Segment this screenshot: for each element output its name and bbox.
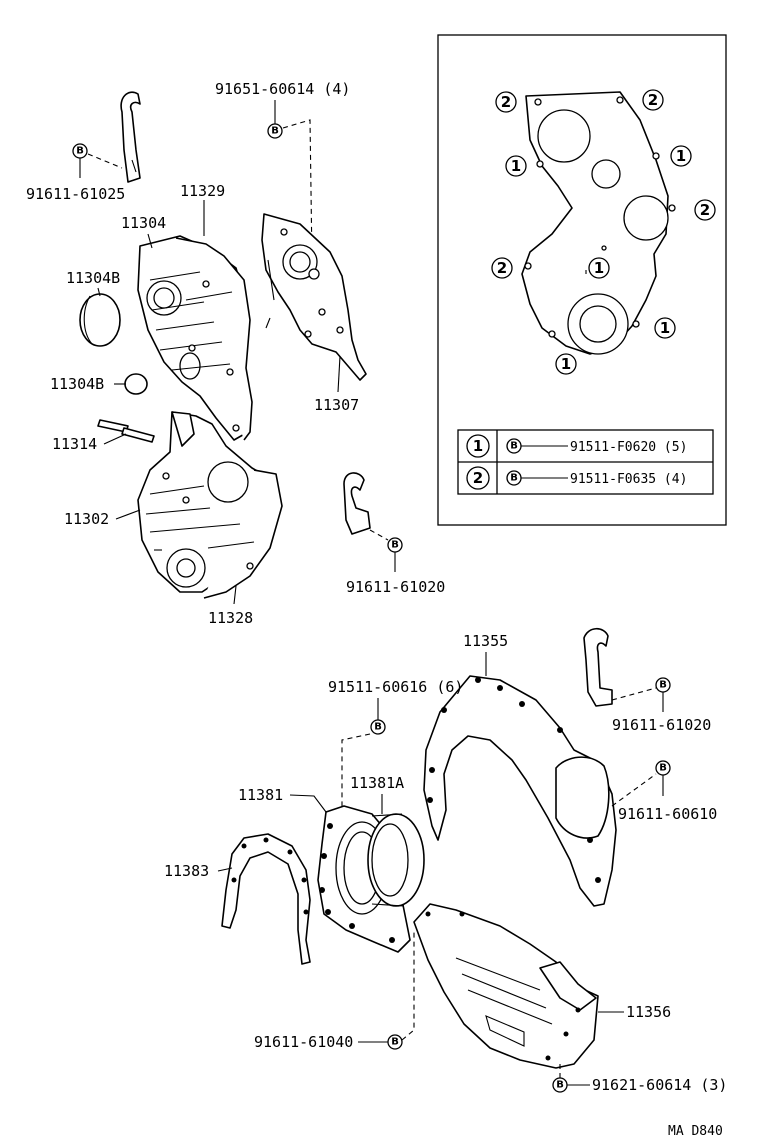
svg-text:2: 2 (648, 91, 658, 109)
leader-11302 (115, 509, 141, 520)
plug-11304b-small (124, 373, 148, 395)
svg-text:B: B (391, 540, 399, 551)
bolt-91511-60616: B (341, 698, 386, 810)
svg-text:B: B (556, 1080, 564, 1091)
svg-text:91511-F0635 (4): 91511-F0635 (4) (570, 472, 687, 487)
hook-bracket-middle (343, 472, 371, 535)
leader-11304b-top (97, 287, 101, 297)
label-11356: 11356 (626, 1003, 671, 1021)
legend-row-1: 1 B 91511-F0620 (5) (466, 434, 687, 458)
bolt-91611-61040: B (358, 930, 415, 1050)
inset-position-markers: 2 2 1 1 2 2 1 1 1 (491, 89, 716, 375)
svg-text:B: B (391, 1037, 399, 1048)
svg-text:1: 1 (473, 437, 483, 455)
label-91611-61025: 91611-61025 (26, 185, 125, 203)
svg-text:91511-F0620 (5): 91511-F0620 (5) (570, 440, 687, 455)
svg-text:B: B (659, 763, 667, 774)
inset-legend-table: 1 B 91511-F0620 (5) 2 B 91511-F0635 (4) (457, 429, 714, 495)
inset-bolt-location-panel (437, 34, 727, 526)
leader-11328 (233, 585, 237, 605)
label-11328: 11328 (208, 609, 253, 627)
gasket-11383 (221, 833, 311, 965)
bolt-91611-61020-a: B (369, 529, 403, 572)
svg-text:B: B (271, 126, 279, 137)
label-91511-60616: 91511-60616 (6) (328, 678, 463, 696)
plug-11304b-large (79, 293, 121, 347)
label-11304: 11304 (121, 214, 166, 232)
svg-text:B: B (510, 473, 518, 484)
label-11314: 11314 (52, 435, 97, 453)
svg-text:2: 2 (501, 93, 511, 111)
svg-text:1: 1 (561, 355, 571, 373)
label-11381a: 11381A (350, 774, 404, 792)
hook-bracket-right (583, 627, 613, 707)
label-11355: 11355 (463, 632, 508, 650)
svg-text:2: 2 (473, 469, 483, 487)
label-91621-60614: 91621-60614 (3) (592, 1076, 727, 1094)
bolt-91611-60610: B (611, 760, 671, 807)
oil-pan-baffle-11356 (413, 903, 599, 1069)
svg-text:B: B (510, 441, 518, 452)
leader-11304 (147, 233, 153, 249)
label-91611-61020-a: 91611-61020 (346, 578, 445, 596)
leader-11381 (289, 794, 327, 813)
bolt-91621-60614: B (552, 1060, 590, 1093)
bolt-91611-61025: B (72, 143, 123, 178)
svg-text:1: 1 (676, 147, 686, 165)
label-11302: 11302 (64, 510, 109, 528)
label-11381: 11381 (238, 786, 283, 804)
lower-timing-cover-11302 (137, 411, 283, 599)
label-11329: 11329 (180, 182, 225, 200)
label-11304b-top: 11304B (66, 269, 120, 287)
label-91651-60614: 91651-60614 (4) (215, 80, 350, 98)
label-11383: 11383 (164, 862, 209, 880)
svg-text:2: 2 (700, 201, 710, 219)
timing-belt-cover-plate-11307 (261, 213, 367, 381)
legend-row-2: 2 B 91511-F0635 (4) (466, 466, 687, 490)
upper-timing-cover-11304 (137, 235, 253, 441)
leader-11383 (217, 867, 233, 872)
label-91611-60610: 91611-60610 (618, 805, 717, 823)
label-91611-61020-b: 91611-61020 (612, 716, 711, 734)
label-91611-61040: 91611-61040 (254, 1033, 353, 1051)
oil-seal-11381a (367, 813, 425, 907)
svg-text:B: B (374, 722, 382, 733)
bolt-91651-60614: B (267, 100, 313, 263)
label-11307: 11307 (314, 396, 359, 414)
hook-bracket-upper (120, 91, 141, 183)
guide-pins-11314 (97, 419, 155, 443)
svg-text:B: B (76, 146, 84, 157)
svg-text:1: 1 (660, 319, 670, 337)
bolt-91611-61020-b: B (611, 677, 671, 712)
leader-11314 (103, 433, 127, 445)
svg-text:2: 2 (497, 259, 507, 277)
label-11304b-mid: 11304B (50, 375, 104, 393)
svg-text:1: 1 (594, 259, 604, 277)
svg-text:B: B (659, 680, 667, 691)
svg-text:1: 1 (511, 157, 521, 175)
engine-rear-plate-11355 (423, 675, 617, 907)
drawing-code: MA D840 (668, 1124, 723, 1139)
leader-11307 (337, 355, 341, 393)
